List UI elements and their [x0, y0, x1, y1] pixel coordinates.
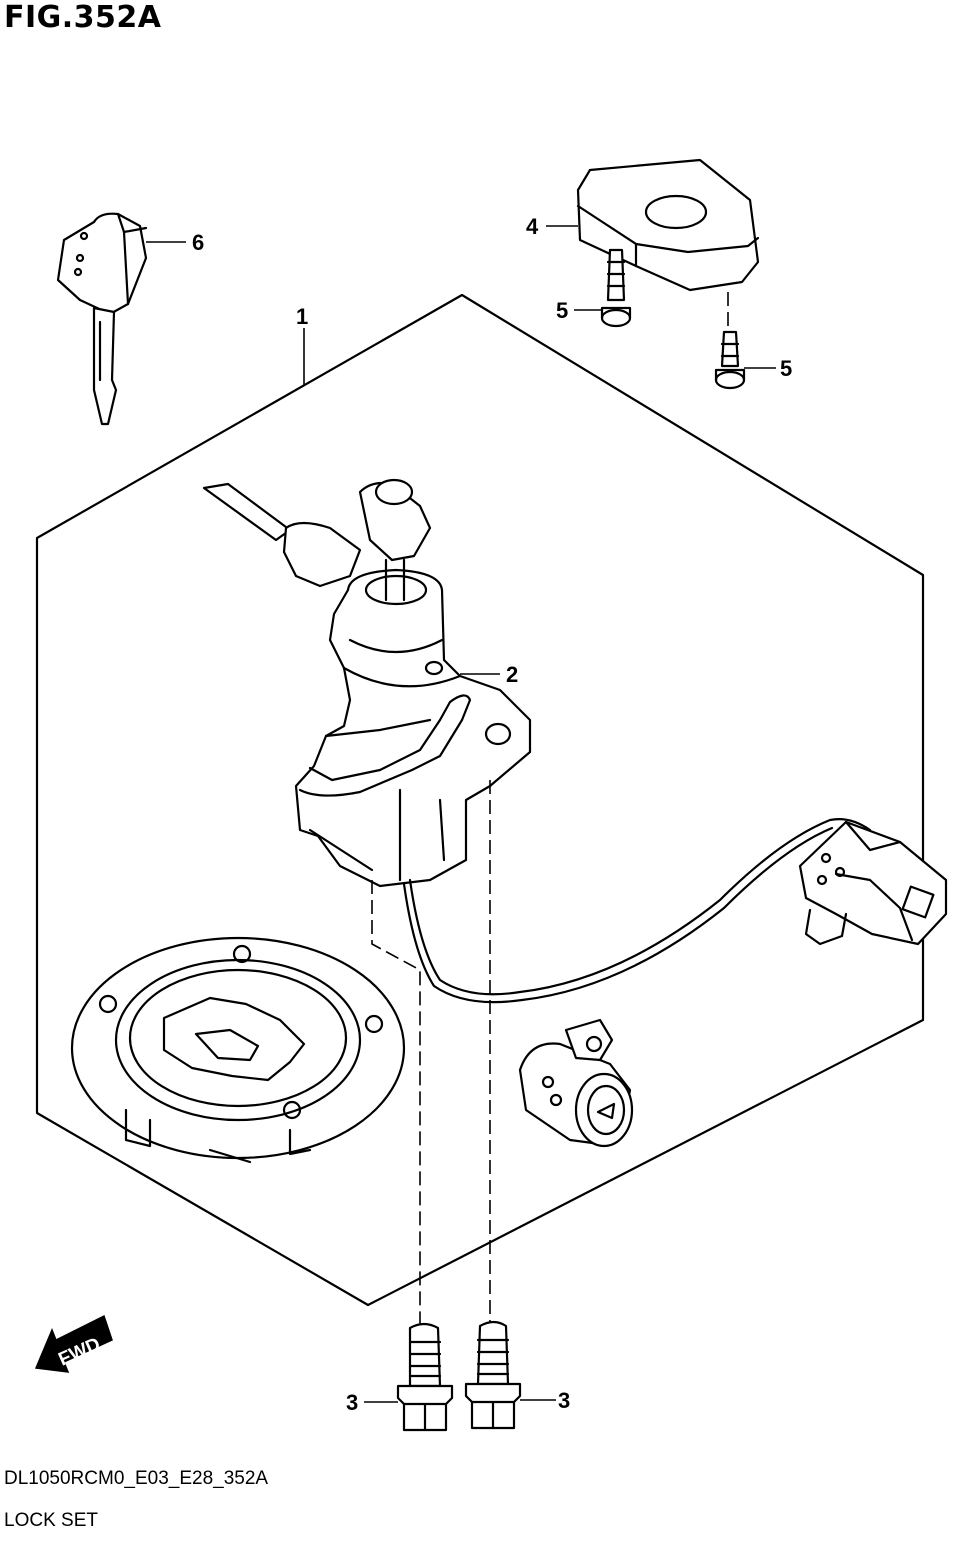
wire-coupler-part: [798, 820, 948, 946]
cover-screw-right: [714, 330, 746, 390]
key-part: [56, 212, 148, 426]
figure-title: FIG.352A: [4, 0, 162, 35]
callout-5-left: 5: [556, 298, 568, 323]
callout-4: 4: [526, 214, 539, 239]
mounting-bolt-right: [464, 1320, 522, 1430]
footer-section-name: LOCK SET: [4, 1510, 98, 1531]
fwd-arrow-icon: FWD: [34, 1314, 113, 1373]
callout-2: 2: [506, 662, 518, 687]
callout-6: 6: [192, 230, 204, 255]
cover-part: [576, 158, 760, 292]
lock-set-assembly-outline: [35, 293, 925, 1307]
footer-model-code: DL1050RCM0_E03_E28_352A: [4, 1468, 269, 1489]
cover-screw-left: [600, 248, 632, 328]
callout-5-right: 5: [780, 356, 792, 381]
seat-lock-cylinder-part: [518, 1018, 634, 1148]
callout-1: 1: [296, 304, 308, 329]
mounting-bolt-left: [396, 1322, 454, 1432]
callout-3-right: 3: [558, 1388, 570, 1413]
ignition-switch-part: [202, 478, 532, 888]
switch-wire-harness: [408, 818, 872, 996]
fuel-cap-part: [70, 936, 406, 1164]
callout-3-left: 3: [346, 1390, 358, 1415]
